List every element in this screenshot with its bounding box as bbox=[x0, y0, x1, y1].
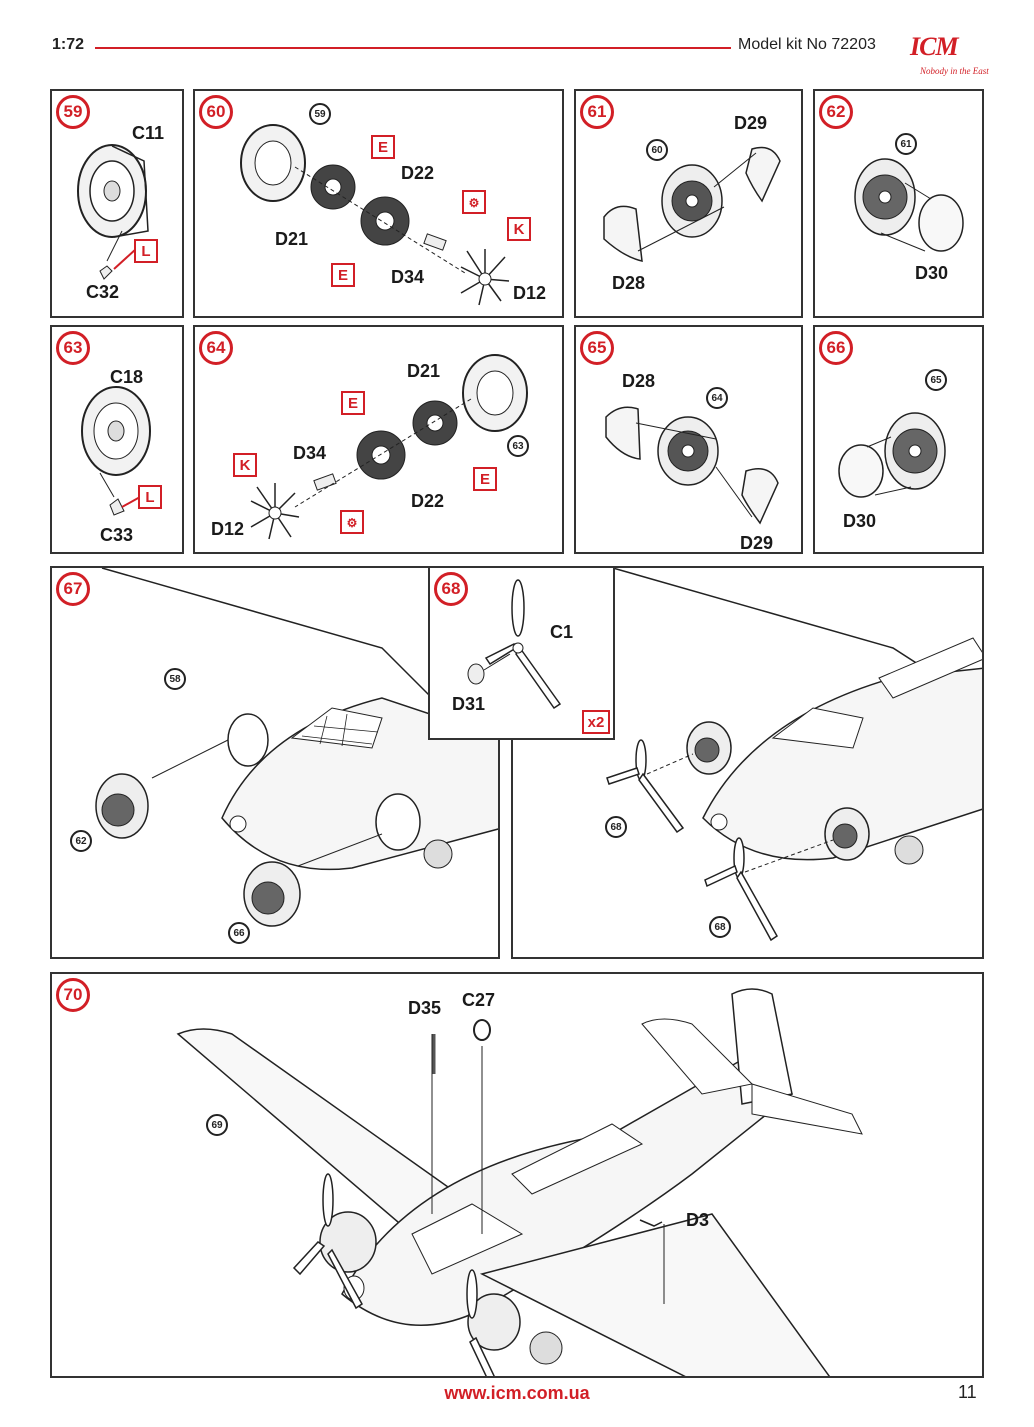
part-label: D22 bbox=[401, 163, 435, 183]
step-number: 70 bbox=[56, 978, 90, 1012]
website-link[interactable]: www.icm.com.ua bbox=[444, 1383, 590, 1403]
page-number: 11 bbox=[958, 1382, 977, 1402]
part-label: D30 bbox=[843, 511, 877, 531]
engine-assembly-drawing: ⚙ bbox=[250, 354, 528, 540]
ref-circle: 60 bbox=[646, 139, 668, 161]
part-label: D35 bbox=[408, 998, 442, 1018]
ref-circle: 61 bbox=[895, 133, 917, 155]
step-number: 66 bbox=[819, 331, 853, 365]
cowl-ring-drawing bbox=[838, 412, 946, 498]
aircraft-full-drawing bbox=[176, 988, 863, 1376]
step-number: 64 bbox=[199, 331, 233, 365]
part-label: C18 bbox=[110, 367, 144, 387]
part-label: D28 bbox=[612, 273, 646, 293]
step-number: 67 bbox=[56, 572, 90, 606]
part-label: C11 bbox=[132, 123, 165, 143]
aircraft-nose-drawing bbox=[95, 568, 498, 927]
aircraft-nose-drawing bbox=[606, 568, 982, 942]
step-number: 62 bbox=[819, 95, 853, 129]
paint-tag: E bbox=[371, 135, 395, 159]
part-label: D29 bbox=[740, 533, 774, 553]
step-number: 61 bbox=[580, 95, 614, 129]
step-number: 60 bbox=[199, 95, 233, 129]
part-label: C33 bbox=[100, 525, 134, 545]
part-label: D22 bbox=[411, 491, 445, 511]
paint-tag: E bbox=[341, 391, 365, 415]
step-62-panel: 62 61 D30 bbox=[813, 89, 984, 318]
step-67-panel: 67 58 62 66 bbox=[50, 566, 500, 959]
part-label: C27 bbox=[462, 990, 496, 1010]
ref-circle: 58 bbox=[164, 668, 186, 690]
step-number: 59 bbox=[56, 95, 90, 129]
engine-assembly-drawing: ⚙ bbox=[240, 124, 510, 306]
ref-circle: 69 bbox=[206, 1114, 228, 1136]
cowl-halves-drawing bbox=[603, 146, 781, 262]
ref-circle: 68 bbox=[605, 816, 627, 838]
cowl-ring-drawing bbox=[854, 158, 964, 252]
paint-tag: K bbox=[233, 453, 257, 477]
part-label: D21 bbox=[407, 361, 441, 381]
part-label: D31 bbox=[452, 694, 486, 714]
quantity-tag: x2 bbox=[582, 710, 610, 734]
part-label: C32 bbox=[86, 282, 120, 302]
svg-text:⚙: ⚙ bbox=[469, 196, 480, 210]
kit-number: Model kit No 72203 bbox=[738, 36, 876, 53]
step-68-panel: 68 C1 D31 x2 bbox=[428, 566, 615, 740]
scale-label: 1:72 bbox=[52, 36, 85, 53]
paint-tag: E bbox=[473, 467, 497, 491]
part-label: D30 bbox=[915, 263, 949, 283]
step-number: 63 bbox=[56, 331, 90, 365]
part-label: D12 bbox=[211, 519, 245, 539]
paint-tag: L bbox=[134, 239, 158, 263]
cowl-halves-drawing bbox=[605, 406, 779, 525]
step-59-panel: 59 C11 C32 L bbox=[50, 89, 184, 318]
ref-circle: 62 bbox=[70, 830, 92, 852]
part-label: D34 bbox=[391, 267, 425, 287]
icm-logo: ICM Nobody in the East bbox=[910, 32, 989, 76]
step-65-panel: 65 64 D28 D29 bbox=[574, 325, 803, 554]
step-63-panel: 63 C18 C33 L bbox=[50, 325, 184, 554]
part-label: C1 bbox=[550, 622, 574, 642]
ref-circle: 68 bbox=[709, 916, 731, 938]
step-64-panel: ⚙ 64 63 D21 D34 D22 D12 E E K bbox=[193, 325, 564, 554]
svg-text:⚙: ⚙ bbox=[347, 516, 358, 530]
step-number: 68 bbox=[434, 572, 468, 606]
part-label: D34 bbox=[293, 443, 327, 463]
part-label: D28 bbox=[622, 371, 656, 391]
ref-circle: 59 bbox=[309, 103, 331, 125]
engine-cowl-drawing bbox=[77, 144, 149, 280]
header-rule bbox=[95, 47, 731, 49]
ref-circle: 65 bbox=[925, 369, 947, 391]
paint-tag: L bbox=[138, 485, 162, 509]
part-label: D12 bbox=[513, 283, 547, 303]
paint-tag: E bbox=[331, 263, 355, 287]
ref-circle: 63 bbox=[507, 435, 529, 457]
part-label: D3 bbox=[686, 1210, 710, 1230]
ref-circle: 66 bbox=[228, 922, 250, 944]
propeller-drawing bbox=[467, 579, 562, 710]
step-61-panel: 61 60 D29 D28 bbox=[574, 89, 803, 318]
step-66-panel: 66 65 D30 bbox=[813, 325, 984, 554]
part-label: D21 bbox=[275, 229, 309, 249]
ref-circle: 64 bbox=[706, 387, 728, 409]
step-70-panel: 70 69 D35 C27 D3 bbox=[50, 972, 984, 1378]
step-number: 65 bbox=[580, 331, 614, 365]
engine-cowl-drawing bbox=[81, 386, 151, 516]
part-label: D29 bbox=[734, 113, 768, 133]
paint-tag: K bbox=[507, 217, 531, 241]
step-60-panel: ⚙ 60 59 D22 D21 D34 D12 E E K bbox=[193, 89, 564, 318]
